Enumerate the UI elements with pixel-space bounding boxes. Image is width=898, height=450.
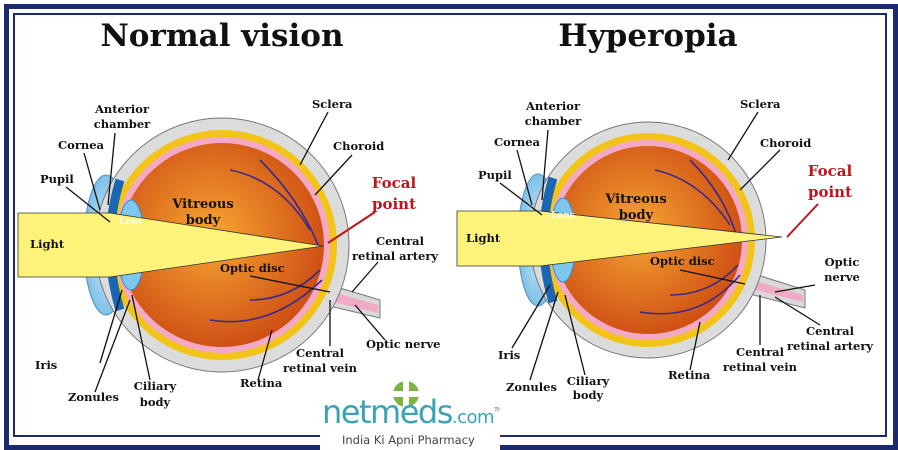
label-ciliary-body: Ciliary (134, 379, 177, 393)
label-central-retinal-artery-2: retinal artery (787, 339, 873, 353)
label-light: Light (466, 231, 501, 245)
label-anterior-chamber: Anterior (94, 102, 150, 116)
normal-eye (17, 117, 381, 373)
light-beam (456, 210, 783, 267)
leader-lines (499, 111, 821, 381)
label-central-retinal-artery: Central (376, 234, 425, 248)
label-zonules: Zonules (506, 380, 557, 394)
label-anterior-chamber-2: chamber (525, 114, 582, 128)
blood-vessels (209, 159, 323, 323)
focal-arrow (786, 203, 819, 238)
light-beam (17, 212, 324, 278)
label-cornea: Cornea (58, 138, 105, 152)
label-central-retinal-vein: Central (296, 346, 345, 360)
label-sclera: Sclera (740, 97, 781, 111)
label-pupil: Pupil (478, 168, 512, 182)
label-choroid: Choroid (760, 136, 811, 150)
label-vitreous-body-2: body (619, 208, 654, 223)
label-central-retinal-vein: Central (736, 345, 785, 359)
hyperopia-eye (456, 121, 806, 359)
logo-tm: TM (494, 406, 500, 414)
label-central-retinal-artery-2: retinal artery (352, 249, 438, 263)
hyperopia-labels: Anterior chamber Cornea Pupil Sclera Cho… (466, 97, 873, 402)
focal-arrow (327, 211, 376, 244)
label-lens: Lens (551, 211, 575, 221)
logo-brand: netmeds (322, 393, 453, 431)
label-central-retinal-artery: Central (806, 324, 855, 338)
normal-labels: Anterior chamber Cornea Pupil Sclera Cho… (30, 97, 440, 409)
label-optic-nerve: Optic nerve (366, 337, 440, 351)
label-sclera: Sclera (312, 97, 353, 111)
label-vitreous-body: Vitreous (171, 197, 233, 212)
blood-vessels (639, 159, 741, 315)
label-iris: Iris (498, 348, 520, 362)
label-lens: Lens (119, 217, 143, 227)
netmeds-logo: netmeds.comTM India Ki Apni Pharmacy (320, 379, 500, 450)
logo-wordmark: netmeds.comTM (322, 393, 500, 431)
label-focal-point: Focal (808, 162, 853, 180)
title-normal-vision: Normal vision (100, 18, 343, 54)
optic-nerve-inner (745, 278, 803, 302)
leader-lines (65, 111, 386, 393)
label-optic-disc: Optic disc (650, 254, 715, 268)
label-pupil: Pupil (40, 172, 74, 186)
label-ciliary-body: Ciliary (567, 374, 610, 388)
logo-tld: .com (451, 407, 495, 428)
label-focal-point-2: point (372, 195, 416, 213)
label-focal-point: Focal (372, 174, 417, 192)
label-vitreous-body-2: body (186, 213, 221, 228)
label-retina: Retina (668, 368, 711, 382)
label-anterior-chamber: Anterior (525, 99, 581, 113)
label-ciliary-body-2: body (573, 388, 604, 402)
label-central-retinal-vein-2: retinal vein (723, 360, 798, 374)
label-light: Light (30, 237, 65, 251)
title-hyperopia: Hyperopia (558, 18, 737, 54)
label-optic-nerve-2: nerve (824, 270, 860, 284)
label-optic-disc: Optic disc (220, 261, 285, 275)
label-optic-nerve: Optic (825, 255, 860, 269)
label-central-retinal-vein-2: retinal vein (283, 361, 358, 375)
label-choroid: Choroid (333, 139, 384, 153)
label-iris: Iris (35, 358, 57, 372)
label-anterior-chamber-2: chamber (94, 117, 151, 131)
label-ciliary-body-2: body (140, 395, 171, 409)
label-vitreous-body: Vitreous (604, 192, 666, 207)
logo-tagline: India Ki Apni Pharmacy (342, 433, 475, 447)
label-retina: Retina (240, 376, 283, 390)
label-zonules: Zonules (68, 390, 119, 404)
label-focal-point-2: point (808, 183, 852, 201)
plus-icon (391, 379, 421, 409)
label-cornea: Cornea (494, 135, 541, 149)
